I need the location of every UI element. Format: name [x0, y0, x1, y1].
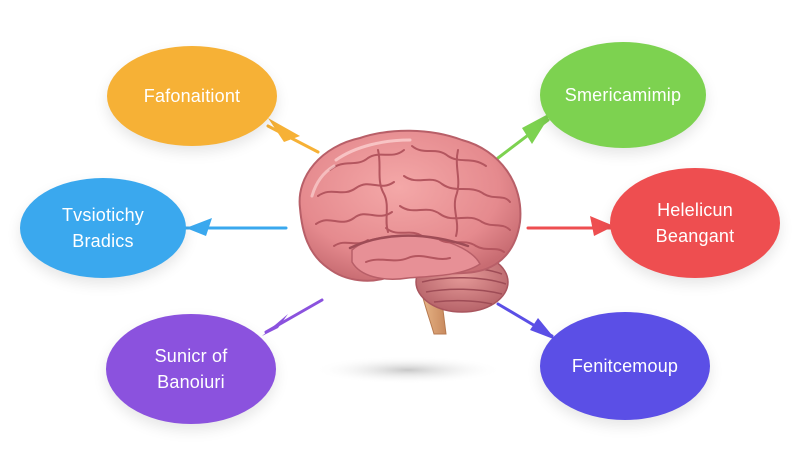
connector-mid-right — [526, 216, 614, 236]
connector-bottom-right — [496, 302, 556, 340]
bubble-top-left-line-1: Fafonaitiont — [143, 86, 241, 106]
connector-bottom-left — [262, 298, 324, 336]
bubble-bottom-left-line-1: Sunicr of — [154, 346, 228, 366]
bubble-bottom-right-line-1: Fenitcemoup — [571, 356, 679, 376]
bubble-bottom-left-line-2: Banoiuri — [157, 372, 225, 392]
bubble-mid-right: Helelicun Beangant — [610, 168, 780, 278]
bubble-mid-right-line-2: Beangant — [655, 226, 735, 246]
bubble-bottom-left: Sunicr of Banoiuri — [106, 314, 276, 424]
bubble-top-right: Smericamimip — [540, 42, 706, 148]
bubble-mid-right-line-1: Helelicun — [657, 200, 733, 220]
bubble-bottom-right: Fenitcemoup — [540, 312, 710, 420]
connector-mid-left — [184, 218, 288, 236]
bubble-mid-left: Tvsiotichy Bradics — [20, 178, 186, 278]
bubble-top-left: Fafonaitiont — [107, 46, 277, 146]
bubble-top-right-line-1: Smericamimip — [564, 85, 682, 105]
connector-top-right — [496, 112, 552, 160]
brain-shadow — [313, 356, 503, 384]
brain-icon — [298, 129, 522, 335]
bubble-mid-left-line-2: Bradics — [72, 231, 134, 251]
bubble-mid-left-line-1: Tvsiotichy — [61, 205, 144, 225]
connector-top-left — [266, 118, 320, 154]
